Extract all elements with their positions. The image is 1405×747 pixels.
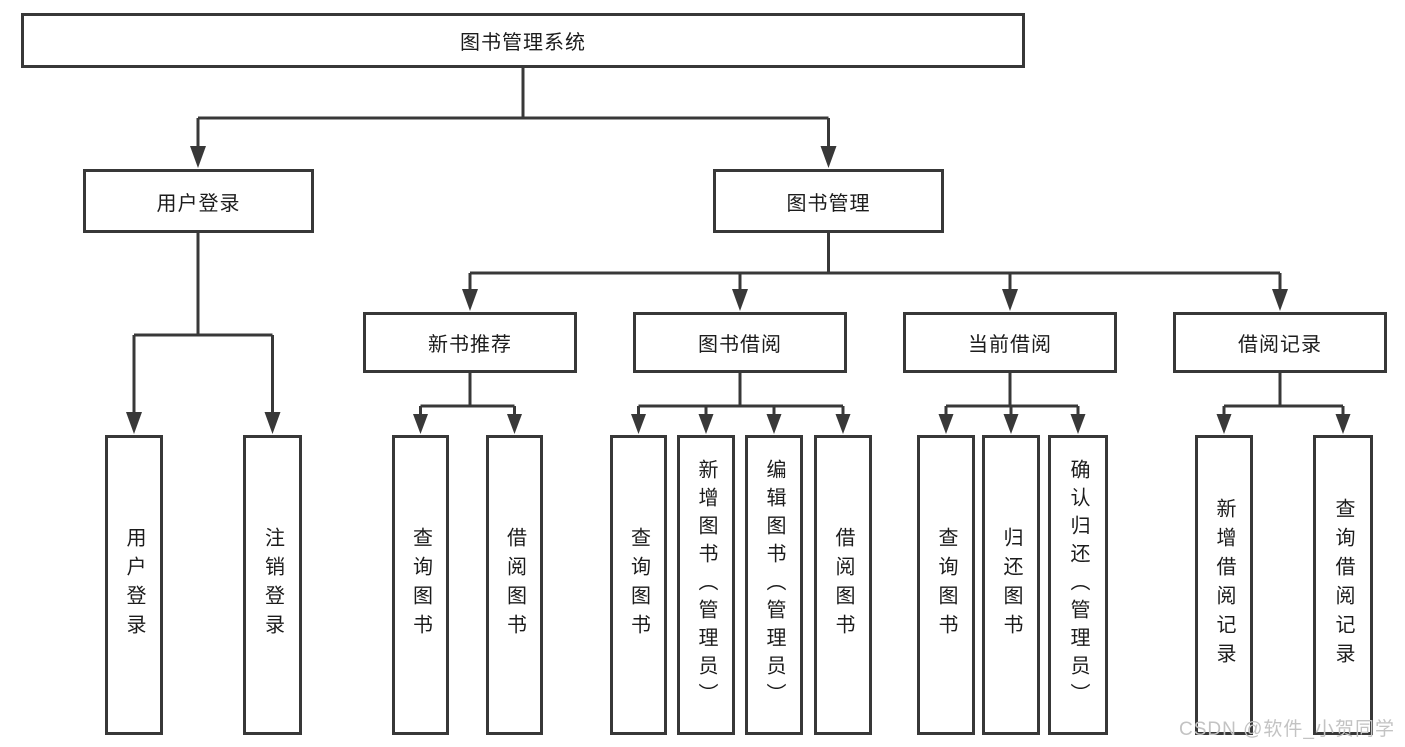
node-label: 确认归还（管理员） xyxy=(1067,459,1089,711)
node-label: 图书管理 xyxy=(786,192,871,215)
leaf-query-books-1: 查询图书 xyxy=(392,435,449,735)
node-library-management-system: 图书管理系统 xyxy=(21,13,1025,68)
node-label: 新增图书（管理员） xyxy=(695,459,717,711)
leaf-confirm-return-admin: 确认归还（管理员） xyxy=(1048,435,1108,735)
leaf-edit-books-admin: 编辑图书（管理员） xyxy=(745,435,803,735)
leaf-borrow-books-1: 借阅图书 xyxy=(486,435,543,735)
node-label: 图书借阅 xyxy=(698,334,782,356)
leaf-query-borrow-record: 查询借阅记录 xyxy=(1313,435,1373,735)
node-borrowing-records: 借阅记录 xyxy=(1173,312,1387,373)
leaf-logout: 注销登录 xyxy=(243,435,302,735)
leaf-query-books-3: 查询图书 xyxy=(917,435,975,735)
leaf-borrow-books-2: 借阅图书 xyxy=(814,435,872,735)
node-label: 借阅记录 xyxy=(1238,334,1322,356)
node-label: 借阅图书 xyxy=(832,527,854,643)
leaf-user-login: 用户登录 xyxy=(105,435,163,735)
node-label: 用户登录 xyxy=(123,527,145,643)
arrowheads xyxy=(126,146,1351,434)
node-label: 用户登录 xyxy=(156,192,241,215)
node-book-management: 图书管理 xyxy=(713,169,944,233)
node-label: 查询图书 xyxy=(627,527,650,643)
node-label: 注销登录 xyxy=(261,527,284,643)
node-label: 查询图书 xyxy=(935,527,957,643)
node-label: 借阅图书 xyxy=(503,527,526,643)
node-label: 图书管理系统 xyxy=(460,32,586,54)
node-book-borrowing: 图书借阅 xyxy=(633,312,847,373)
leaf-return-books: 归还图书 xyxy=(982,435,1040,735)
node-label: 查询借阅记录 xyxy=(1332,498,1354,672)
node-label: 编辑图书（管理员） xyxy=(763,459,785,711)
leaf-query-books-2: 查询图书 xyxy=(610,435,667,735)
csdn-watermark: CSDN @软件_小贺同学 xyxy=(1179,719,1395,740)
node-label: 新增借阅记录 xyxy=(1213,498,1235,672)
leaf-add-books-admin: 新增图书（管理员） xyxy=(677,435,735,735)
node-label: 新书推荐 xyxy=(428,334,512,356)
node-user-login: 用户登录 xyxy=(83,169,314,233)
leaf-add-borrow-record: 新增借阅记录 xyxy=(1195,435,1253,735)
node-new-book-recommend: 新书推荐 xyxy=(363,312,577,373)
node-label: 当前借阅 xyxy=(968,334,1052,356)
node-label: 归还图书 xyxy=(1000,527,1022,643)
node-label: 查询图书 xyxy=(409,527,432,643)
node-current-borrowing: 当前借阅 xyxy=(903,312,1117,373)
